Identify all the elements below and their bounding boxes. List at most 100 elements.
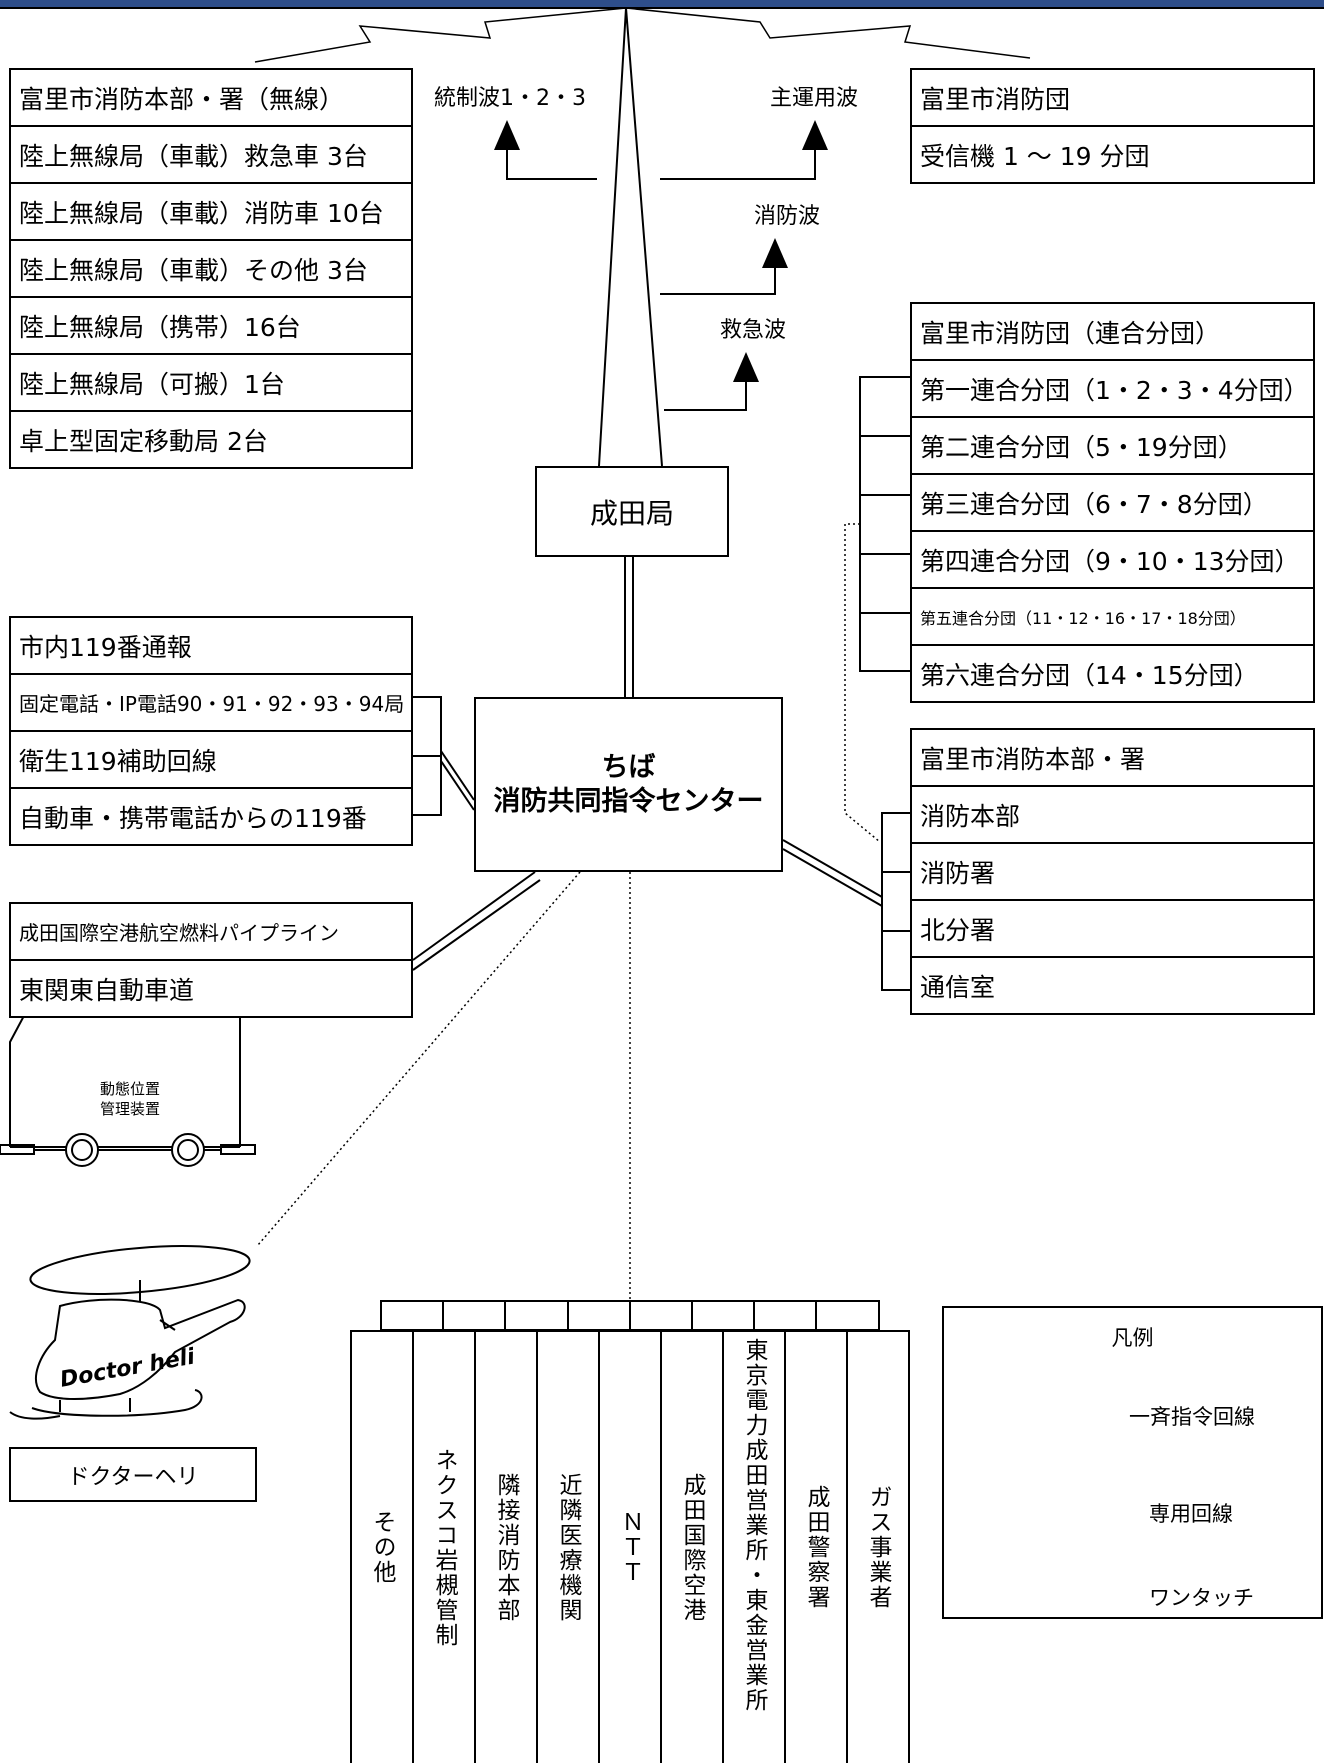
left-radio-row-label: 陸上無線局（車載）消防車 10台 <box>19 194 384 230</box>
control-wave-arrowhead <box>494 120 520 150</box>
corps-to-hq-dotted <box>845 524 880 842</box>
organization-column: ネクスコ岩槻管制 <box>412 1330 476 1763</box>
right-radio-stack: 富里市消防団受信機 1 ～ 19 分団 <box>910 68 1315 184</box>
left-radio-row: 陸上無線局（可搬）1台 <box>9 353 413 412</box>
calls-row: 自動車・携帯電話からの119番 <box>9 787 413 846</box>
corps-row: 第四連合分団（9・10・13分団） <box>910 530 1315 589</box>
calls-row-label: 市内119番通報 <box>19 628 192 664</box>
main-wave-arrowhead <box>802 120 828 150</box>
calls-row: 固定電話・IP電話90・91・92・93・94局 <box>9 673 413 732</box>
center-to-hq-line-b <box>783 849 882 906</box>
center-to-hq-line-a <box>783 840 882 897</box>
corps-row-label: 第三連合分団（6・7・8分団） <box>920 485 1268 521</box>
calls-row: 衛生119補助回線 <box>9 730 413 789</box>
legend-title: 凡例 <box>944 1322 1321 1352</box>
narita-station-label: 成田局 <box>590 492 674 532</box>
hq-row: 北分署 <box>910 899 1315 958</box>
organization-column: ＮＴＴ <box>598 1330 662 1763</box>
airport-to-center-line-a <box>413 872 535 960</box>
left-radio-row-label: 陸上無線局（車載）その他 3台 <box>19 251 368 287</box>
left-radio-stack: 富里市消防本部・署（無線） 陸上無線局（車載）救急車 3台陸上無線局（車載）消防車… <box>9 68 413 469</box>
corps-row-label: 第四連合分団（9・10・13分団） <box>920 542 1300 578</box>
main-wave-label: 主運用波 <box>770 80 858 112</box>
corps-row: 第五連合分団（11・12・16・17・18分団） <box>910 587 1315 646</box>
organization-column: 隣接消防本部 <box>474 1330 538 1763</box>
legend-item-onetouch: ワンタッチ <box>1149 1582 1254 1612</box>
left-radio-row: 陸上無線局（携帯）16台 <box>9 296 413 355</box>
organization-column-label: その他 <box>365 1510 399 1585</box>
vehicle-label: 動態位置 管理装置 <box>60 1080 200 1119</box>
heli-label-box: ドクターヘリ <box>9 1447 257 1502</box>
hq-row-label: 通信室 <box>920 968 995 1004</box>
organization-column: 成田警察署 <box>784 1330 848 1763</box>
signal-zigzag-left <box>255 8 626 62</box>
organization-column: 東京電力成田営業所・東金営業所 <box>722 1330 786 1763</box>
left-radio-row-label: 陸上無線局（可搬）1台 <box>19 365 285 401</box>
hq-row-label: 消防本部 <box>920 797 1020 833</box>
narita-station-box: 成田局 <box>535 466 729 557</box>
ambulance-wave-arrowhead <box>733 352 759 382</box>
corps-stack: 富里市消防団（連合分団） 第一連合分団（1・2・3・4分団） 第二連合分団（5・19… <box>910 302 1315 703</box>
hq-row-label: 北分署 <box>920 911 995 947</box>
hq-row-label: 富里市消防本部・署 <box>920 740 1145 776</box>
fire-wave-arrowhead <box>762 238 788 268</box>
command-center-box: ちば 消防共同指令センター <box>474 697 783 872</box>
left-radio-row: 陸上無線局（車載）消防車 10台 <box>9 182 413 241</box>
corps-row: 第一連合分団（1・2・3・4分団） <box>910 359 1315 418</box>
corps-row-label: 第五連合分団（11・12・16・17・18分団） <box>920 605 1246 629</box>
airport-stack: 成田国際空港航空燃料パイプライン東関東自動車道 <box>9 902 413 1018</box>
left-radio-row-label: 卓上型固定移動局 2台 <box>19 422 268 458</box>
ambulance-wave-arrow <box>664 382 746 410</box>
organization-column-label: 隣接消防本部 <box>489 1473 523 1623</box>
organization-column-label: ネクスコ岩槻管制 <box>427 1448 461 1648</box>
center-name-line1: ちば <box>602 751 656 785</box>
fire-wave-arrow <box>660 268 775 294</box>
calls-to-center-line-b <box>441 761 474 810</box>
legend-item-dedicated: 専用回線 <box>1149 1498 1233 1528</box>
organization-column-label: ＮＴＴ <box>613 1510 647 1585</box>
right-radio-row-label: 受信機 1 ～ 19 分団 <box>920 137 1150 173</box>
corps-row: 第六連合分団（14・15分団） <box>910 644 1315 703</box>
hq-stack: 富里市消防本部・署消防本部消防署北分署通信室 <box>910 728 1315 1015</box>
left-radio-row: 富里市消防本部・署（無線） <box>9 68 413 127</box>
corps-row-label: 第二連合分団（5・19分団） <box>920 428 1243 464</box>
heli-label: ドクターヘリ <box>67 1459 198 1491</box>
corps-row: 第二連合分団（5・19分団） <box>910 416 1315 475</box>
corps-row: 富里市消防団（連合分団） <box>910 302 1315 361</box>
organization-column: ガス事業者 <box>846 1330 910 1763</box>
organization-column: 近隣医療機関 <box>536 1330 600 1763</box>
calls-row-label: 衛生119補助回線 <box>19 742 217 778</box>
doctor-heli-icon <box>10 1238 251 1418</box>
right-radio-row-label: 富里市消防団 <box>920 80 1070 116</box>
organization-column-label: ガス事業者 <box>861 1485 895 1610</box>
hq-bracket <box>882 813 910 990</box>
left-radio-row-label: 陸上無線局（車載）救急車 3台 <box>19 137 368 173</box>
hq-row: 通信室 <box>910 956 1315 1015</box>
heli-logo-text: Doctor heli <box>58 1344 197 1392</box>
airport-row-label: 成田国際空港航空燃料パイプライン <box>19 917 339 946</box>
antenna-mast <box>599 8 662 466</box>
calls-row: 市内119番通報 <box>9 616 413 675</box>
top-banner <box>0 0 1324 8</box>
right-radio-row: 富里市消防団 <box>910 68 1315 127</box>
corps-row-label: 第六連合分団（14・15分団） <box>920 656 1259 692</box>
control-wave-label: 統制波1・2・3 <box>434 80 586 112</box>
airport-row: 成田国際空港航空燃料パイプライン <box>9 902 413 961</box>
corps-row-label: 富里市消防団（連合分団） <box>920 314 1220 350</box>
hq-row: 消防本部 <box>910 785 1315 844</box>
corps-bracket <box>860 377 910 671</box>
airport-row: 東関東自動車道 <box>9 959 413 1018</box>
fire-wave-label: 消防波 <box>754 198 820 230</box>
legend-box: 凡例 一斉指令回線 専用回線 ワンタッチ <box>942 1306 1323 1619</box>
left-radio-row-label: 富里市消防本部・署（無線） <box>19 80 344 116</box>
main-wave-arrow <box>660 150 815 179</box>
organization-column-label: 東京電力成田営業所・東金営業所 <box>737 1332 771 1713</box>
organization-column: その他 <box>350 1330 414 1763</box>
organization-column-label: 成田国際空港 <box>675 1473 709 1623</box>
left-radio-row: 陸上無線局（車載）その他 3台 <box>9 239 413 298</box>
hq-row-label: 消防署 <box>920 854 995 890</box>
calls-row-label: 固定電話・IP電話90・91・92・93・94局 <box>19 688 404 717</box>
corps-row-label: 第一連合分団（1・2・3・4分団） <box>920 371 1309 407</box>
ambulance-wave-label: 救急波 <box>720 312 786 344</box>
